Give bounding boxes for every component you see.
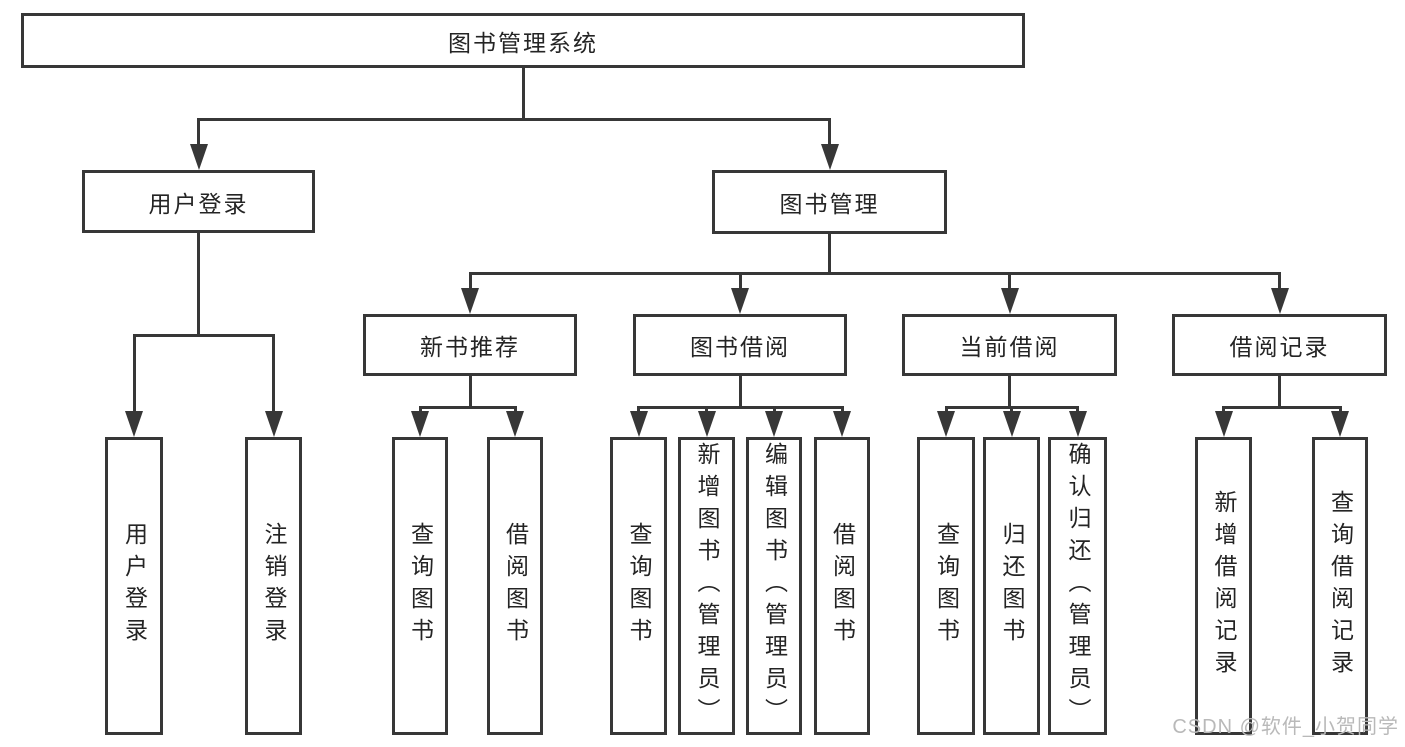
arrow-down-icon (125, 411, 143, 437)
node-label-borrow-records: 借阅记录 (1229, 334, 1330, 360)
connector-line (418, 405, 517, 409)
node-login-leaf: 用户登录 (105, 437, 163, 735)
connector-line (828, 234, 831, 275)
node-label-current-return-books: 归还图书 (999, 522, 1025, 650)
arrow-down-icon (461, 288, 479, 314)
node-label-borrow-add-books: 新增图书（管理员） (694, 442, 720, 730)
arrow-down-icon (697, 411, 716, 437)
connector-line (132, 335, 136, 415)
connector-line (738, 273, 742, 292)
node-label-logout-leaf: 注销登录 (261, 522, 287, 650)
arrow-down-icon (506, 411, 524, 437)
connector-line (637, 405, 844, 409)
node-user-login: 用户登录 (82, 170, 315, 233)
arrow-down-icon (1270, 288, 1289, 314)
connector-line (468, 271, 1281, 275)
node-current-query-books: 查询图书 (917, 437, 975, 735)
node-label-root: 图书管理系统 (448, 29, 598, 56)
connector-line (197, 117, 831, 121)
node-current-borrow: 当前借阅 (902, 314, 1117, 376)
node-borrow-query-books: 查询图书 (610, 437, 667, 735)
node-label-new-book-rec: 新书推荐 (420, 334, 520, 360)
arrow-down-icon (1214, 411, 1233, 437)
node-current-confirm-return: 确认归还（管理员） (1048, 437, 1107, 735)
node-records-query: 查询借阅记录 (1312, 437, 1368, 735)
node-book-borrow: 图书借阅 (633, 314, 847, 376)
arrow-down-icon (731, 288, 749, 314)
arrow-down-icon (1000, 288, 1019, 314)
arrow-down-icon (765, 411, 783, 437)
connector-line (272, 335, 275, 415)
node-label-records-query: 查询借阅记录 (1327, 490, 1354, 682)
arrow-down-icon (411, 411, 429, 437)
arrow-down-icon (1002, 411, 1021, 437)
connector-line (468, 273, 472, 292)
arrow-down-icon (1068, 411, 1087, 437)
connector-line (1008, 376, 1011, 409)
node-label-book-mgmt: 图书管理 (779, 191, 880, 217)
connector-line (738, 376, 742, 409)
node-borrow-records: 借阅记录 (1172, 314, 1387, 376)
node-label-user-login: 用户登录 (148, 190, 249, 217)
connector-line (521, 68, 525, 121)
node-label-current-borrow: 当前借阅 (959, 334, 1060, 360)
arrow-down-icon (264, 411, 283, 437)
node-borrow-edit-books: 编辑图书（管理员） (746, 437, 802, 735)
connector-line (197, 233, 200, 337)
node-borrow-borrow-books: 借阅图书 (814, 437, 870, 735)
node-label-book-borrow: 图书借阅 (690, 334, 790, 360)
arrow-down-icon (820, 144, 839, 170)
node-borrow-add-books: 新增图书（管理员） (678, 437, 735, 735)
connector-line (828, 119, 831, 148)
node-records-add: 新增借阅记录 (1195, 437, 1252, 735)
node-label-login-leaf: 用户登录 (121, 522, 148, 650)
node-label-borrow-borrow-books: 借阅图书 (829, 522, 856, 650)
arrow-down-icon (833, 411, 851, 437)
node-root: 图书管理系统 (21, 13, 1025, 68)
connector-line (1222, 405, 1342, 409)
connector-line (468, 376, 472, 409)
node-label-records-add: 新增借阅记录 (1211, 490, 1237, 682)
node-rec-query-books: 查询图书 (392, 437, 448, 735)
connector-line (132, 333, 275, 337)
node-current-return-books: 归还图书 (983, 437, 1040, 735)
node-logout-leaf: 注销登录 (245, 437, 302, 735)
arrow-down-icon (189, 144, 208, 170)
connector-line (1278, 273, 1281, 292)
node-label-current-query-books: 查询图书 (933, 522, 960, 650)
connector-line (1008, 273, 1011, 292)
arrow-down-icon (1331, 411, 1349, 437)
node-label-borrow-edit-books: 编辑图书（管理员） (761, 442, 788, 730)
connector-line (1278, 376, 1281, 409)
node-label-rec-query-books: 查询图书 (407, 522, 434, 650)
watermark: CSDN @软件_小贺同学 (1172, 716, 1399, 738)
connector-line (197, 119, 200, 148)
node-new-book-rec: 新书推荐 (363, 314, 577, 376)
arrow-down-icon (937, 411, 955, 437)
arrow-down-icon (629, 411, 648, 437)
node-label-rec-borrow-books: 借阅图书 (502, 522, 529, 650)
node-label-current-confirm-return: 确认归还（管理员） (1065, 442, 1091, 730)
node-book-mgmt: 图书管理 (712, 170, 947, 234)
node-label-borrow-query-books: 查询图书 (626, 522, 652, 650)
node-rec-borrow-books: 借阅图书 (487, 437, 543, 735)
